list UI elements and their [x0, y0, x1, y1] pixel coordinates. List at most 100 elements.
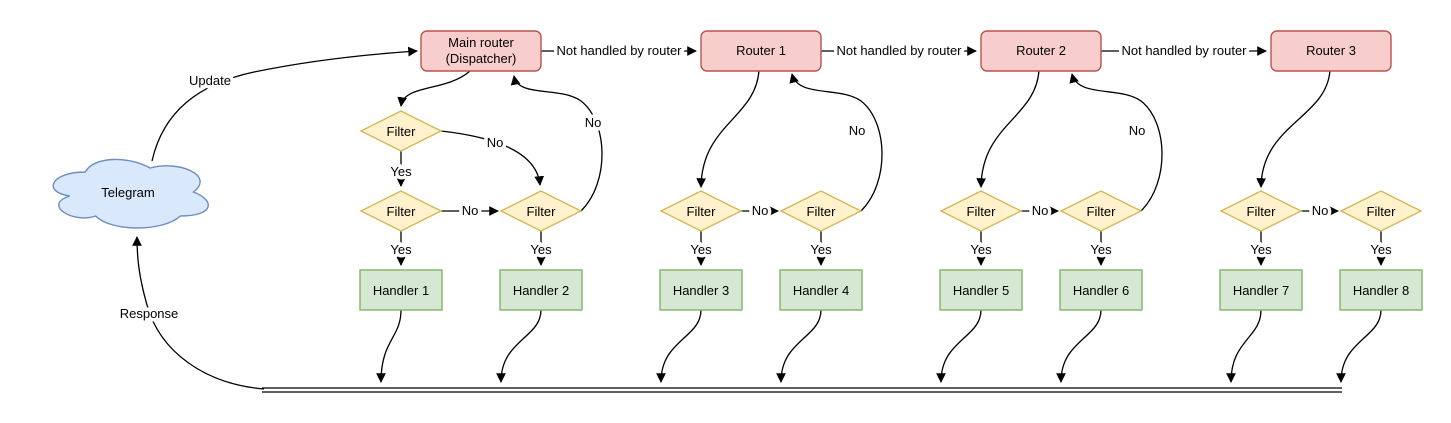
no-label-loop-main: No — [585, 115, 602, 130]
edge-labels: Update Response Not handled by router No… — [116, 40, 1395, 325]
filter5-node: Filter — [939, 190, 1023, 232]
filter8-label: Filter — [1367, 204, 1397, 219]
no-label-filter5: No — [1032, 203, 1049, 218]
router3-node: Router 3 — [1270, 30, 1392, 72]
edge-handler1-drop — [376, 309, 402, 383]
filter2-diamond — [499, 190, 583, 232]
edges — [132, 46, 1386, 393]
main-router-label-line2: (Dispatcher) — [446, 51, 517, 66]
yes-label-filter3: Yes — [690, 242, 712, 257]
edge-handler4-drop — [776, 309, 822, 383]
no-label-loop-router2: No — [1129, 123, 1146, 138]
edge-handler6-drop — [1056, 309, 1102, 383]
edge-handler8-drop — [1336, 309, 1382, 383]
filter2-label: Filter — [527, 204, 557, 219]
filter4-node: Filter — [779, 190, 863, 232]
handler1-label: Handler 1 — [373, 283, 429, 298]
handler8-box — [1339, 269, 1423, 311]
filter7-label: Filter — [1247, 204, 1277, 219]
router2-node: Router 2 — [980, 30, 1102, 72]
not-handled-label-1: Not handled by router — [556, 43, 682, 58]
filter1-label: Filter — [387, 204, 417, 219]
router3-box — [1270, 30, 1392, 72]
handler2-label: Handler 2 — [513, 283, 569, 298]
handler2-box — [499, 269, 583, 311]
handler6-box — [1059, 269, 1143, 311]
handler6-node: Handler 6 — [1059, 269, 1143, 311]
response-label: Response — [120, 306, 179, 321]
filter3-diamond — [659, 190, 743, 232]
edge-handler3-drop — [656, 309, 702, 383]
handler5-label: Handler 5 — [953, 283, 1009, 298]
filter4-label: Filter — [807, 204, 837, 219]
edge-router2-to-filter — [976, 69, 1040, 188]
filter0-label: Filter — [387, 124, 417, 139]
yes-label-filter7: Yes — [1250, 242, 1272, 257]
router1-node: Router 1 — [700, 30, 822, 72]
filter7-node: Filter — [1219, 190, 1303, 232]
filter6-node: Filter — [1059, 190, 1143, 232]
router1-label: Router 1 — [736, 43, 786, 58]
edge-router3-to-filter — [1256, 69, 1331, 188]
handler8-label: Handler 8 — [1353, 283, 1409, 298]
filter8-diamond — [1339, 190, 1423, 232]
handler4-node: Handler 4 — [779, 269, 863, 311]
handler6-label: Handler 6 — [1073, 283, 1129, 298]
yes-label-filter4: Yes — [810, 242, 832, 257]
no-label-filter7: No — [1312, 203, 1329, 218]
filter3-label: Filter — [687, 204, 717, 219]
handler2-node: Handler 2 — [499, 269, 583, 311]
not-handled-label-3: Not handled by router — [1121, 43, 1247, 58]
telegram-label: Telegram — [101, 185, 154, 200]
handler7-node: Handler 7 — [1219, 269, 1303, 311]
edge-update — [151, 46, 418, 162]
edge-filter0-no-to-filter2 — [440, 130, 545, 186]
no-label-loop-router1: No — [849, 123, 866, 138]
router2-label: Router 2 — [1016, 43, 1066, 58]
not-handled-label-2: Not handled by router — [836, 43, 962, 58]
filter1-node: Filter — [359, 190, 443, 232]
filter4-diamond — [779, 190, 863, 232]
main-router-node: Main router (Dispatcher) — [420, 30, 542, 72]
yes-label-filter6: Yes — [1090, 242, 1112, 257]
filter0-node: Filter — [359, 110, 443, 152]
cloud-icon — [52, 158, 209, 229]
no-label-filter3: No — [752, 203, 769, 218]
filter7-diamond — [1219, 190, 1303, 232]
handler1-box — [359, 269, 443, 311]
handler3-label: Handler 3 — [673, 283, 729, 298]
handler5-node: Handler 5 — [939, 269, 1023, 311]
main-router-label-line1: Main router — [448, 35, 514, 50]
filter1-diamond — [359, 190, 443, 232]
yes-label-filter5: Yes — [970, 242, 992, 257]
filter2-node: Filter — [499, 190, 583, 232]
edge-handler7-drop — [1226, 309, 1262, 383]
filter3-node: Filter — [659, 190, 743, 232]
handler7-box — [1219, 269, 1303, 311]
no-label-filter0: No — [487, 135, 504, 150]
handler3-box — [659, 269, 743, 311]
update-label: Update — [189, 73, 231, 88]
filter0-diamond — [359, 110, 443, 152]
edge-filter2-no-loop — [510, 75, 603, 212]
router2-box — [980, 30, 1102, 72]
filter8-node: Filter — [1339, 190, 1423, 232]
yes-label-filter8: Yes — [1370, 242, 1392, 257]
yes-label-filter1: Yes — [390, 242, 412, 257]
edge-main-router-to-filter — [397, 70, 471, 107]
edge-filter4-no-loop — [789, 73, 883, 212]
handler4-box — [779, 269, 863, 311]
main-router-box — [420, 30, 542, 72]
no-label-filter1: No — [462, 203, 479, 218]
filter5-label: Filter — [967, 204, 997, 219]
handler1-node: Handler 1 — [359, 269, 443, 311]
edge-router1-to-filter — [696, 69, 760, 188]
handler4-label: Handler 4 — [793, 283, 849, 298]
edge-response — [132, 236, 265, 390]
handler8-node: Handler 8 — [1339, 269, 1423, 311]
telegram-cloud: Telegram — [52, 158, 209, 229]
edge-handler5-drop — [936, 309, 982, 383]
router1-box — [700, 30, 822, 72]
handler3-node: Handler 3 — [659, 269, 743, 311]
edge-filter6-no-loop — [1069, 73, 1163, 212]
